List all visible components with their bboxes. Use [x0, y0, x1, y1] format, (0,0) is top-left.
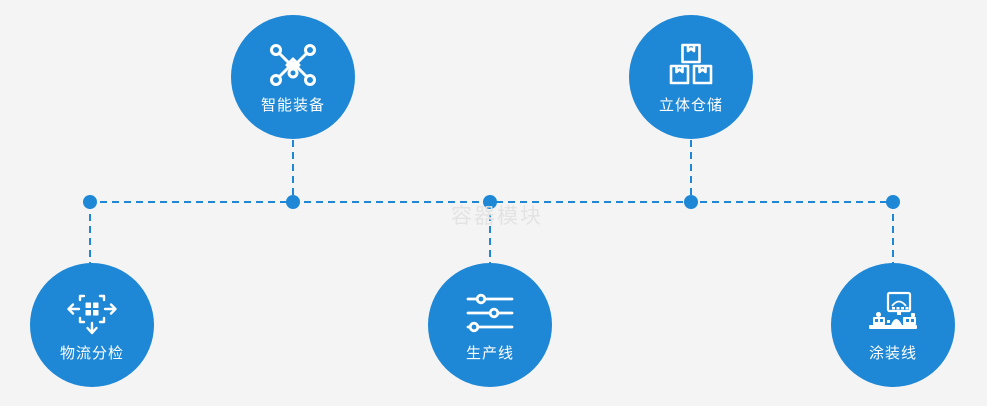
node-smart-equipment[interactable]: 智能装备: [231, 15, 355, 139]
sorting-arrows-icon: [66, 290, 118, 336]
network-nodes-icon: [267, 42, 319, 88]
node-logistics-sorting[interactable]: 物流分检: [30, 263, 154, 387]
watermark-text: 容器模块: [451, 204, 543, 228]
node-label: 生产线: [465, 343, 514, 362]
node-painting-line[interactable]: 涂装线: [831, 263, 955, 387]
node-label: 物流分检: [59, 343, 124, 362]
junction-dot-stereo-warehouse: [684, 195, 698, 209]
junction-dot-smart-equipment: [286, 195, 300, 209]
paint-machine-icon: [867, 290, 919, 336]
node-label: 立体仓储: [658, 95, 723, 114]
junction-dot-painting-line: [886, 195, 900, 209]
stacked-boxes-icon: [665, 42, 717, 88]
node-label: 智能装备: [260, 95, 325, 114]
node-label: 涂装线: [868, 343, 917, 362]
node-production-line[interactable]: 生产线: [428, 263, 552, 387]
sliders-icon: [464, 290, 516, 336]
node-stereo-warehouse[interactable]: 立体仓储: [629, 15, 753, 139]
junction-dot-logistics-sorting: [83, 195, 97, 209]
